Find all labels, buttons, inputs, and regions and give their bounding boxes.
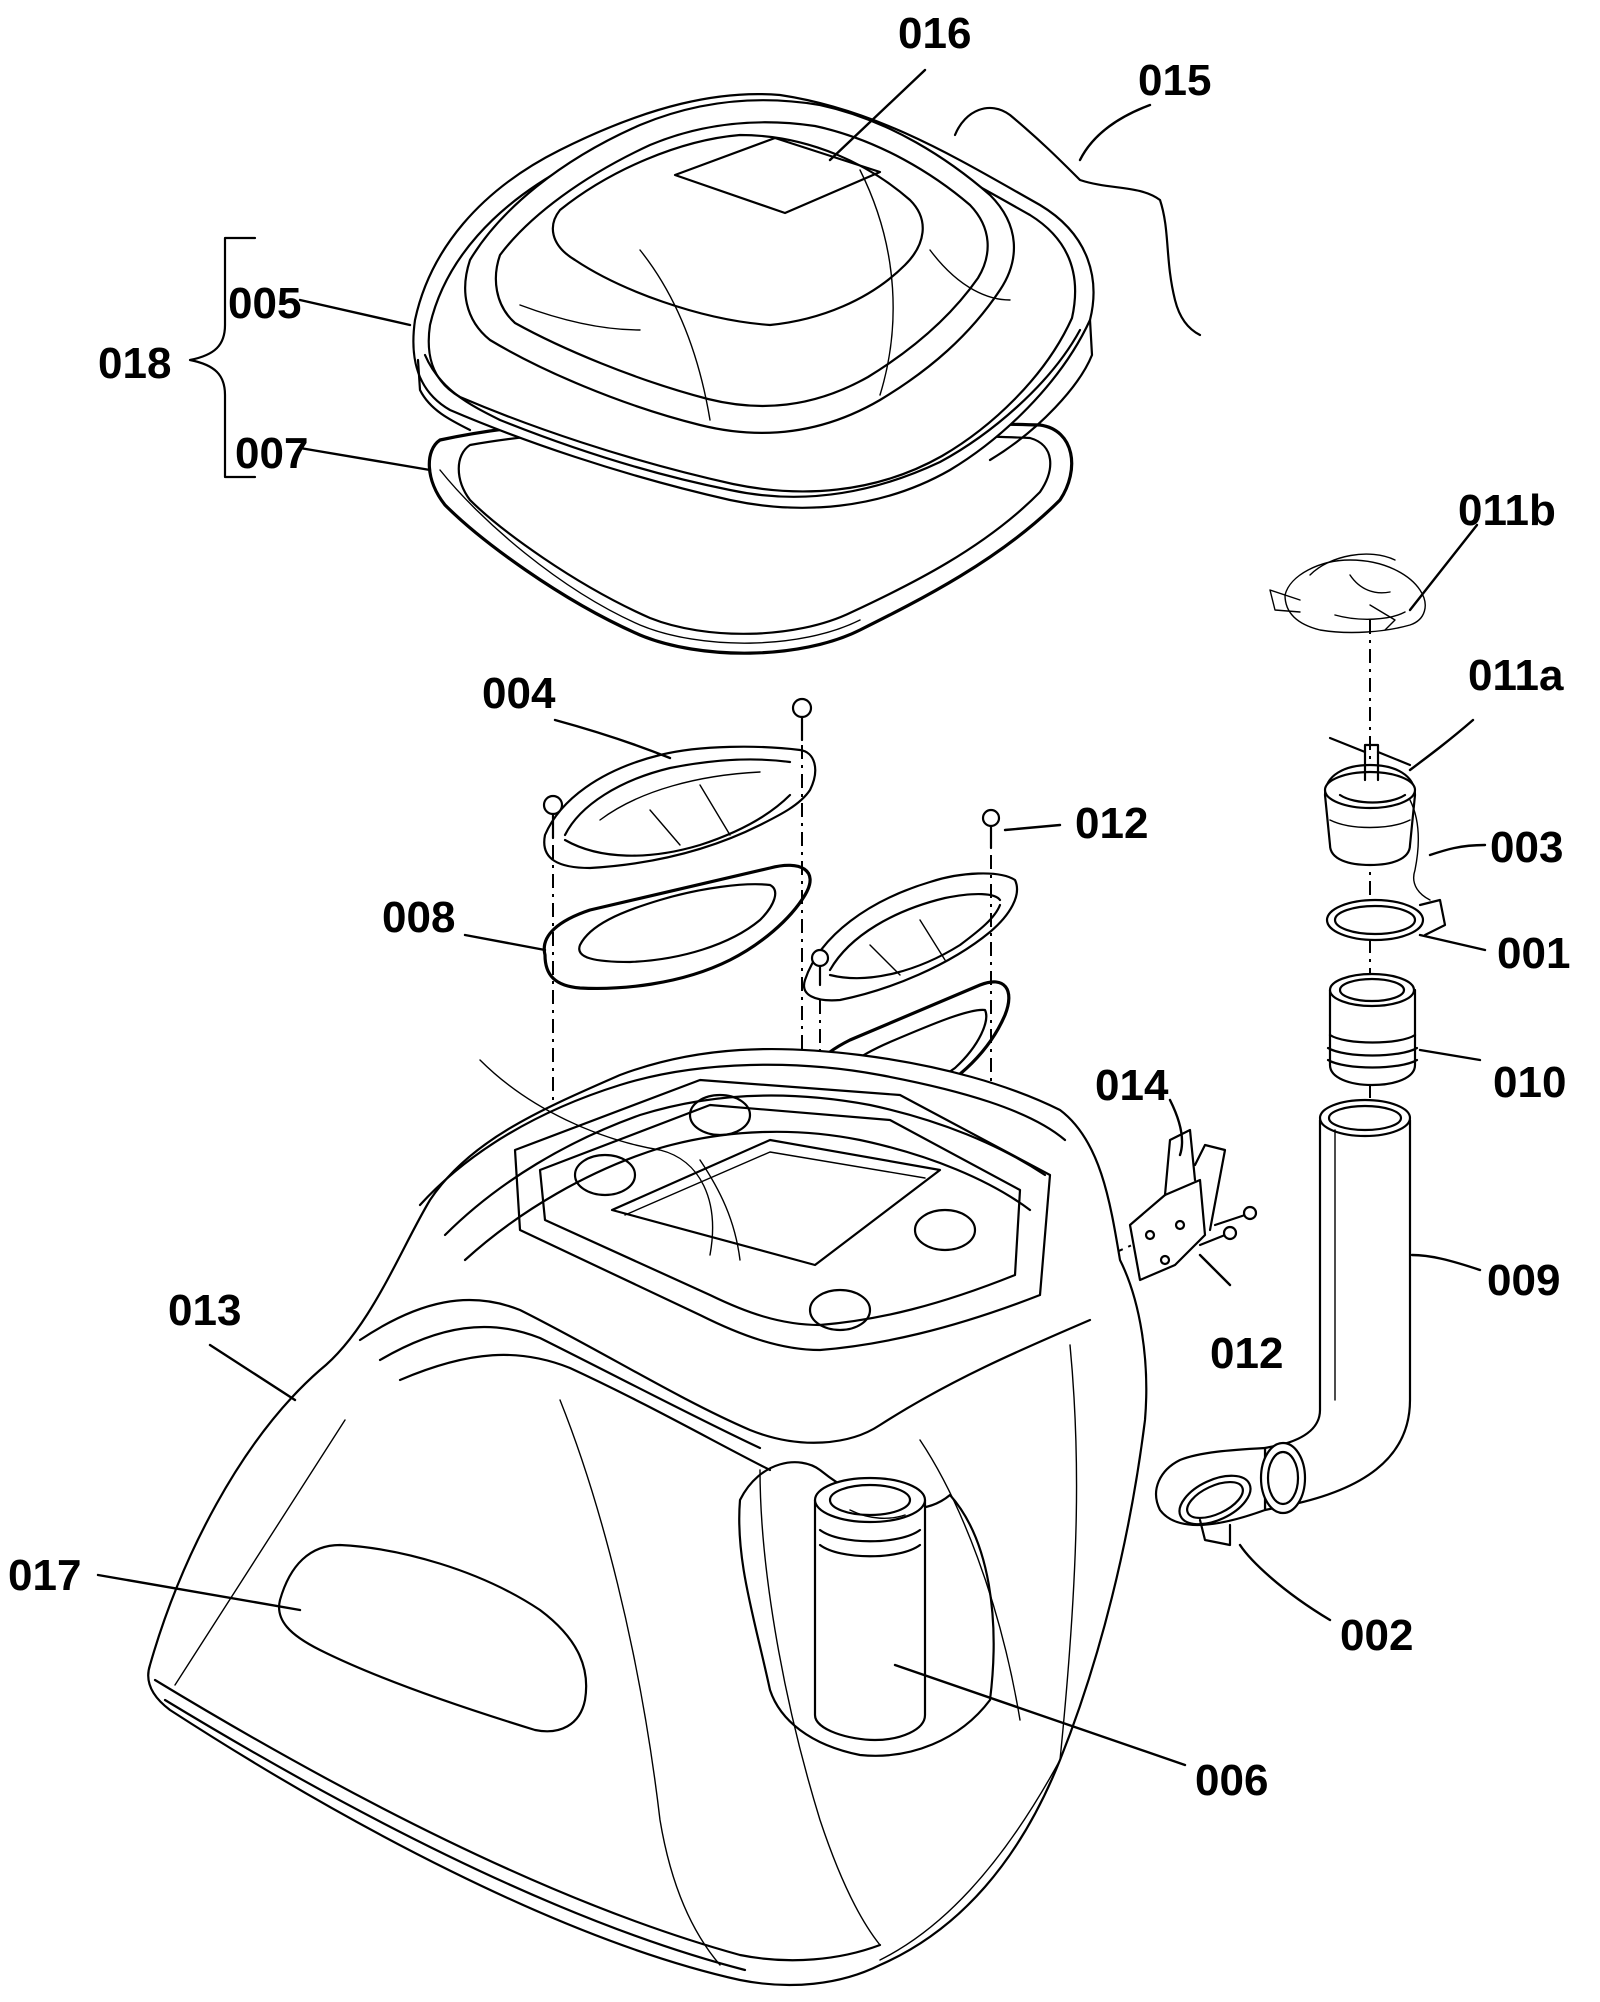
brace-018 [188,236,257,479]
tank-body-013 [147,1047,1148,1987]
screw-012-bracket [1198,1205,1258,1247]
flange-cover-004-left [543,745,817,870]
label-004: 004 [482,669,556,718]
label-014: 014 [1095,1061,1169,1110]
label-011b: 011b [1458,486,1556,535]
label-017: 017 [8,1551,81,1600]
label-005: 005 [228,279,301,328]
access-panel-017 [277,1543,588,1733]
lid-top-016 [464,99,1016,435]
flange-gasket-008-left [542,863,812,990]
flange-cover-004-right [802,872,1019,1002]
label-016: 016 [898,9,971,58]
screw-012-d [810,948,830,987]
inlet-pipe-006 [813,1476,927,1742]
label-008: 008 [382,893,455,942]
lever-cap-011b [1269,553,1426,634]
adapter-010 [1326,972,1419,1087]
power-cord-015 [953,106,1202,337]
label-003: 003 [1490,823,1563,872]
label-006: 006 [1195,1756,1268,1805]
valve-cap-011a [1323,736,1417,867]
label-018: 018 [98,339,171,388]
screw-012-a [791,697,813,742]
hose-clamp-002 [1178,1474,1252,1547]
strap-003 [1409,799,1431,901]
screw-012-b [542,794,564,840]
hose-clamp-001 [1325,898,1447,942]
screw-012-c [981,808,1001,850]
label-013: 013 [168,1286,241,1335]
label-009: 009 [1487,1256,1560,1305]
label-007: 007 [235,429,308,478]
label-002: 002 [1340,1611,1413,1660]
bracket-014 [1128,1128,1227,1282]
label-001: 001 [1497,929,1570,978]
label-010: 010 [1493,1058,1566,1107]
leader-lines [96,68,1487,1767]
label-011a: 011a [1468,651,1564,700]
label-012-side: 012 [1210,1329,1283,1378]
label-015: 015 [1138,56,1211,105]
label-012-top: 012 [1075,799,1148,848]
